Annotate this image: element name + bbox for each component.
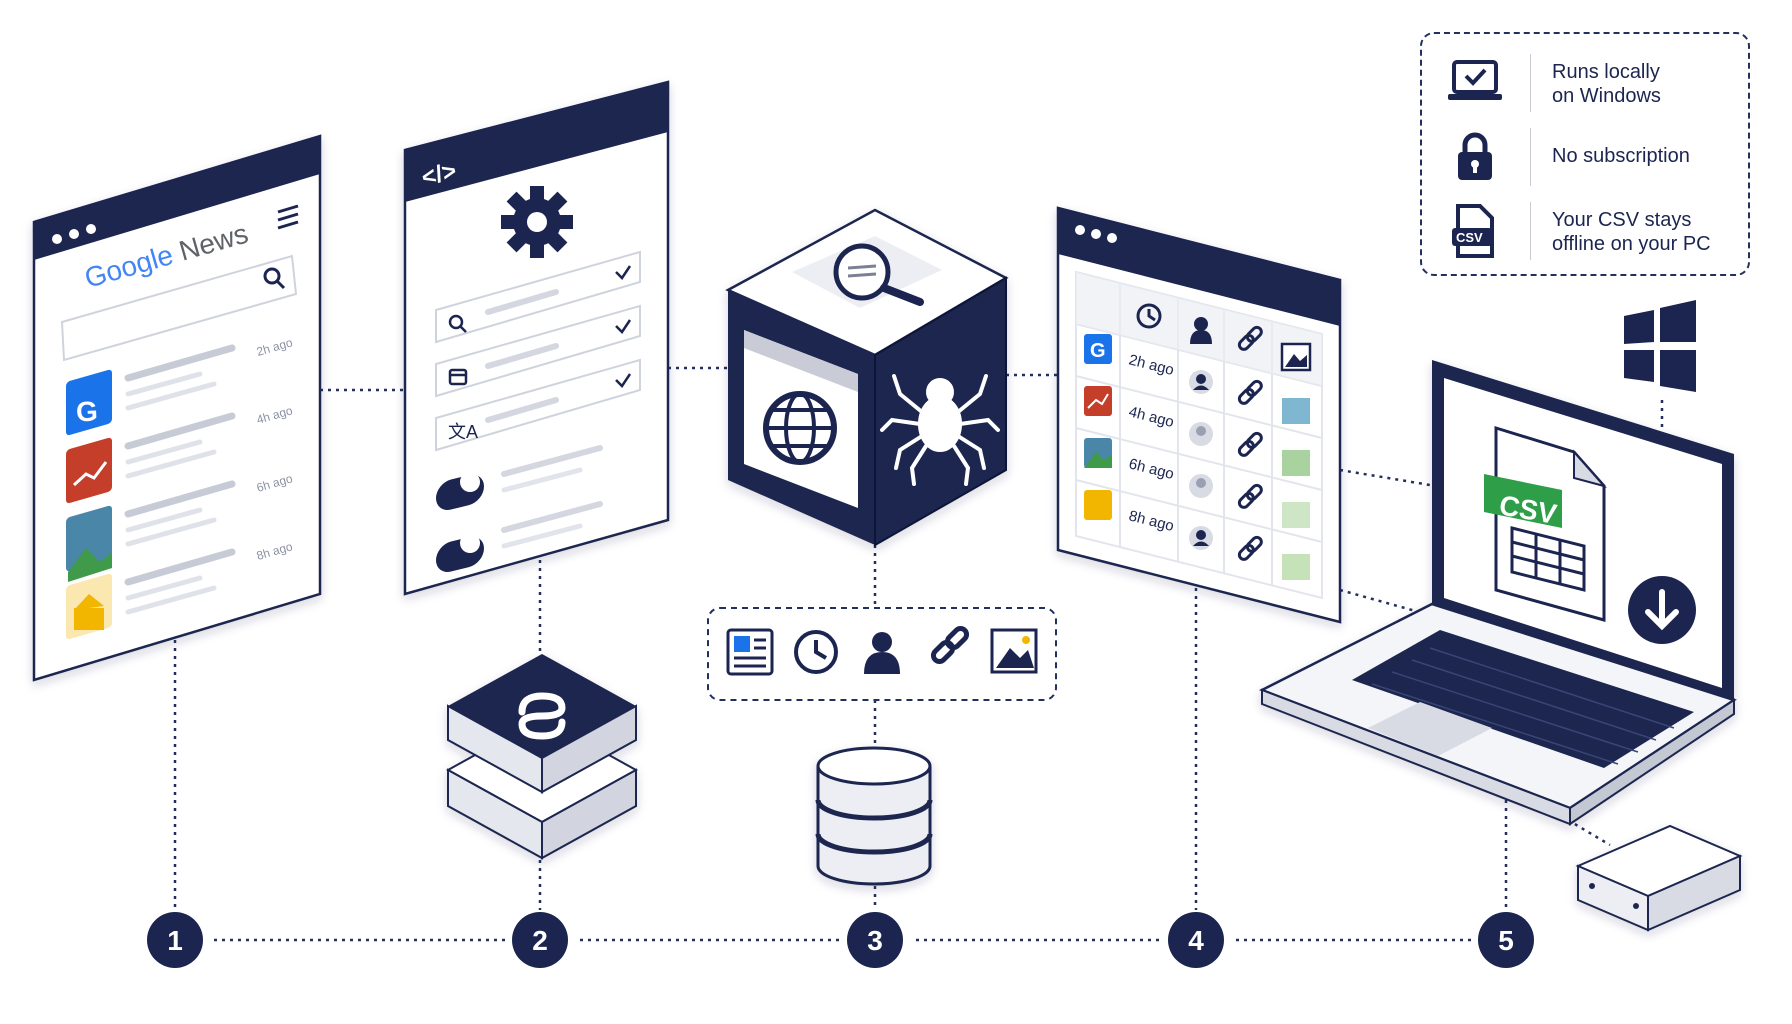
check-icon [615,319,632,334]
windows-logo-icon [1624,300,1696,392]
features-legend: Runs locally on Windows No subscription … [1420,32,1750,276]
magnifier-document-icon [792,236,942,308]
legend-text: Runs locally on Windows [1552,61,1661,107]
table-row[interactable]: 6h ago [1084,438,1310,528]
step-marker-2: 2 [512,912,568,968]
google-g-icon [1084,334,1112,364]
search-icon[interactable] [263,267,286,290]
legend-item-subscription: No subscription [1422,122,1748,192]
clock-icon [1136,303,1162,329]
image-icon [1282,554,1310,580]
link-icon [930,625,970,665]
step-marker-5: 5 [1478,912,1534,968]
toggle-icon[interactable] [436,445,603,513]
trend-chart-icon [66,437,112,504]
link-icon [1237,325,1263,351]
person-icon [1189,422,1213,446]
svg-text:CSV: CSV [1456,230,1483,245]
person-icon [864,632,900,674]
setting-date[interactable] [435,304,641,398]
lock-icon [1458,132,1492,180]
person-icon [1189,370,1213,394]
image-icon [1282,450,1310,476]
svg-text:2: 2 [532,925,548,956]
spider-icon [880,374,1000,486]
link-icon [1237,431,1263,457]
link-icon [1237,483,1263,509]
browser-globe-icon [744,330,858,508]
check-icon [615,265,632,280]
news-search-bar[interactable] [60,254,298,362]
hamburger-menu-icon[interactable] [277,204,299,230]
image-icon [990,628,1038,674]
python-stack [445,654,639,860]
gear-icon [501,186,573,258]
svg-text:3: 3 [867,925,883,956]
database-icon [815,746,933,886]
python-icon [518,692,566,740]
legend-item-local: Runs locally on Windows [1422,48,1748,118]
svg-text:5: 5 [1498,925,1514,956]
image-icon [1282,398,1310,424]
csv-file-icon: CSV [1484,425,1607,622]
news-article-icon [726,628,774,676]
image-icon [1282,502,1310,528]
setting-language[interactable]: 文A [435,358,641,452]
landscape-image-icon [66,505,112,572]
person-icon [1189,526,1213,550]
person-icon [1189,474,1213,498]
news-row[interactable]: 6h ago [66,471,294,582]
search-icon [448,314,467,333]
legend-separator [1530,54,1531,112]
news-row[interactable]: G 2h ago [66,335,294,436]
toggle-icon[interactable] [436,501,603,575]
setting-search[interactable] [435,250,641,344]
building-icon [1084,490,1112,520]
keyboard-keys [1371,647,1675,765]
person-icon [1190,317,1212,344]
svg-text:4: 4 [1188,925,1204,956]
svg-text:G: G [1090,340,1106,362]
clock-icon [794,630,838,674]
legend-item-offline: CSV Your CSV stays offline on your PC [1422,196,1748,266]
check-icon [615,373,632,388]
legend-separator [1530,202,1531,260]
csv-file-icon: CSV [1452,204,1494,258]
translate-icon: 文A [448,422,478,442]
legend-separator [1530,128,1531,186]
step-marker-4: 4 [1168,912,1224,968]
calendar-icon [448,368,468,386]
browser-dots [52,224,96,244]
legend-text: Your CSV stays offline on your PC [1552,209,1711,255]
svg-text:1: 1 [167,925,183,956]
link-icon [1237,535,1263,561]
link-icon [1237,379,1263,405]
laptop-check-icon [1448,60,1502,100]
download-icon[interactable] [1628,576,1696,644]
step-marker-1: 1 [147,912,203,968]
legend-text: No subscription [1552,145,1690,167]
news-row[interactable]: 8h ago [66,539,294,640]
mini-pc-icon [1575,824,1743,932]
svg-text:G: G [76,396,99,428]
image-icon [1280,342,1312,372]
step-marker-3: 3 [847,912,903,968]
google-g-icon [66,369,112,436]
browser-dots [1075,225,1117,243]
